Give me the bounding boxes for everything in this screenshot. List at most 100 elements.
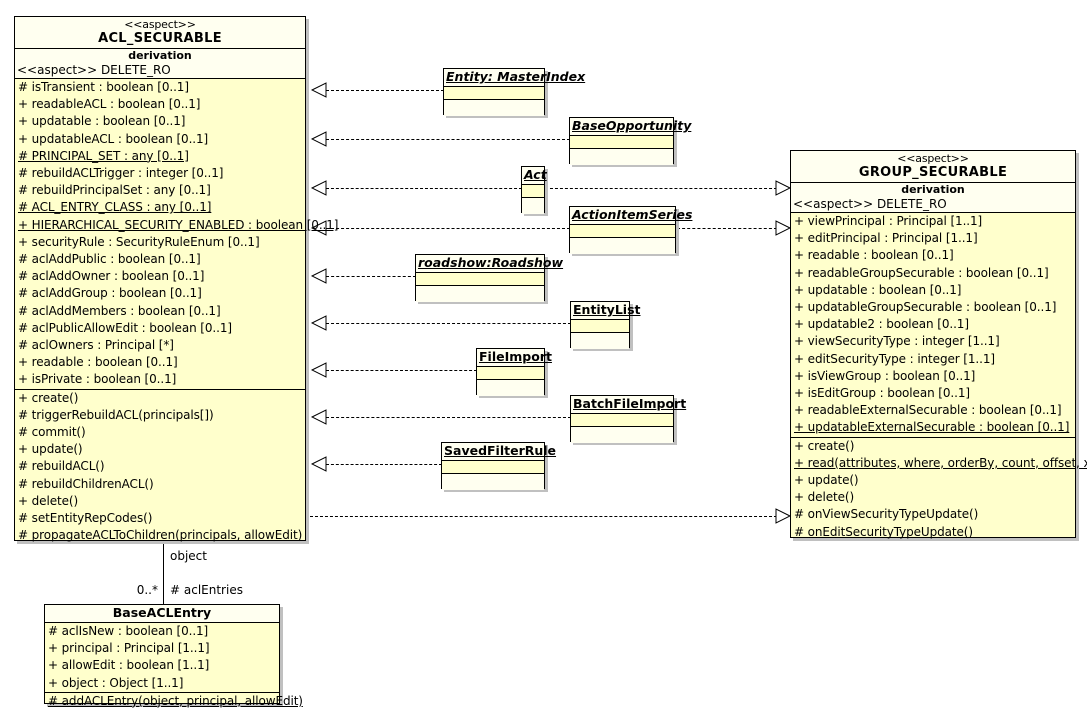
operations-compartment-base-acl-entry: # addACLEntry(object, principal, allowEd… — [45, 691, 303, 710]
operation-row: + delete() — [18, 493, 79, 508]
attribute-row: # aclAddOwner : boolean [0..1] — [18, 269, 205, 284]
dependency-line-acl-to-group — [310, 516, 777, 517]
class-roadshow[interactable]: roadshow:Roadshow — [415, 254, 563, 302]
attribute-row: # rebuildPrincipalSet : any [0..1] — [18, 183, 211, 198]
realization-line-entity-list — [326, 323, 571, 324]
attribute-row: + updatable2 : boolean [0..1] — [794, 317, 969, 332]
class-acl-securable[interactable]: <<aspect>> ACL_SECURABLE derivation <<as… — [14, 16, 338, 543]
realization-line-file-import — [326, 370, 477, 371]
operations-compartment — [571, 427, 673, 443]
attribute-row: # rebuildACLTrigger : integer [0..1] — [18, 166, 224, 181]
realization-arrowhead-file-import — [311, 362, 327, 378]
attributes-compartment — [444, 87, 544, 100]
class-group-securable[interactable]: <<aspect>> GROUP_SECURABLE derivation <<… — [790, 150, 1087, 539]
class-saved-filter-rule[interactable]: SavedFilterRule — [441, 442, 556, 490]
attributes-compartment — [416, 273, 544, 286]
attribute-row: # ACL_ENTRY_CLASS : any [0..1] — [18, 200, 212, 215]
operation-row: # propagateACLToChildren(principals, all… — [18, 528, 303, 543]
attribute-row: + updatableExternalSecurable : boolean [… — [794, 420, 1070, 435]
operation-row: # rebuildACL() — [18, 459, 105, 474]
operations-compartment — [416, 286, 544, 302]
attribute-row: + isPrivate : boolean [0..1] — [18, 372, 177, 387]
realization-line-act-right — [545, 188, 777, 189]
attributes-compartment-acl-securable: # isTransient : boolean [0..1] + readabl… — [15, 79, 338, 389]
attribute-row: + readableExternalSecurable : boolean [0… — [794, 403, 1062, 418]
attribute-row: + updatable : boolean [0..1] — [18, 114, 186, 129]
class-name: Entity: MasterIndex — [444, 69, 585, 87]
operation-row: # onViewSecurityTypeUpdate() — [794, 507, 979, 522]
attributes-compartment — [570, 136, 673, 149]
attributes-compartment — [442, 461, 544, 474]
attribute-row: + readable : boolean [0..1] — [18, 355, 178, 370]
class-entity-list[interactable]: EntityList — [570, 301, 641, 349]
class-entity-masterindex[interactable]: Entity: MasterIndex — [443, 68, 585, 116]
operations-compartment — [522, 198, 544, 214]
attribute-row: + updatable : boolean [0..1] — [794, 282, 962, 297]
realization-arrowhead-roadshow — [311, 268, 327, 284]
attribute-row: + editPrincipal : Principal [1..1] — [794, 231, 978, 246]
class-name: ActionItemSeries — [570, 207, 692, 225]
attributes-compartment — [522, 185, 544, 198]
attributes-compartment — [571, 320, 629, 333]
operations-compartment — [442, 474, 544, 490]
operations-compartment — [444, 100, 544, 116]
attribute-row: + readableGroupSecurable : boolean [0..1… — [794, 265, 1049, 280]
attribute-row: # PRINCIPAL_SET : any [0..1] — [18, 148, 189, 163]
attribute-row: # aclIsNew : boolean [0..1] — [48, 624, 209, 638]
realization-arrowhead-entity-masterindex — [311, 82, 327, 98]
attributes-compartment-group-securable: + viewPrincipal : Principal [1..1] + edi… — [791, 213, 1075, 437]
attributes-compartment-base-acl-entry: # aclIsNew : boolean [0..1] + principal … — [45, 623, 279, 692]
class-file-import[interactable]: FileImport — [476, 348, 552, 396]
operations-compartment — [571, 333, 629, 349]
association-multiplicity: 0..* — [136, 583, 158, 597]
class-name: GROUP_SECURABLE — [858, 165, 1008, 180]
class-batch-file-import[interactable]: BatchFileImport — [570, 395, 686, 443]
attribute-row: + viewPrincipal : Principal [1..1] — [794, 214, 983, 228]
operation-row: + update() — [794, 473, 859, 488]
attribute-row: + allowEdit : boolean [1..1] — [48, 658, 210, 673]
association-end-label-object: object — [170, 549, 207, 563]
attribute-row: + securityRule : SecurityRuleEnum [0..1] — [18, 234, 260, 249]
association-line-acl-entries — [163, 540, 164, 606]
realization-line-base-opportunity — [326, 139, 570, 140]
realization-arrowhead-group-securable-act — [775, 180, 791, 196]
class-base-opportunity[interactable]: BaseOpportunity — [569, 117, 691, 165]
class-header-acl-securable: <<aspect>> ACL_SECURABLE — [15, 17, 305, 49]
class-act[interactable]: Act — [521, 166, 547, 214]
class-name: roadshow:Roadshow — [416, 255, 563, 273]
class-action-item-series[interactable]: ActionItemSeries — [569, 206, 692, 254]
operation-row: # triggerRebuildACL(principals[]) — [18, 407, 214, 422]
attributes-compartment — [571, 414, 673, 427]
attribute-row: # aclAddGroup : boolean [0..1] — [18, 286, 202, 301]
operation-row: # commit() — [18, 425, 86, 440]
class-derivation-label: derivation — [15, 49, 305, 63]
class-name: BaseOpportunity — [570, 118, 691, 136]
attributes-compartment — [570, 225, 675, 238]
realization-arrowhead-batch-file-import — [311, 409, 327, 425]
class-name: FileImport — [477, 349, 552, 367]
association-role-label-aclentries: # aclEntries — [170, 583, 243, 597]
operations-compartment — [570, 149, 673, 165]
operation-row: + delete() — [794, 490, 855, 505]
realization-arrowhead-entity-list — [311, 315, 327, 331]
realization-line-action-item-series-left — [326, 228, 570, 229]
attribute-row: # aclPublicAllowEdit : boolean [0..1] — [18, 320, 232, 335]
operation-row: + create() — [18, 390, 79, 405]
attribute-row: # isTransient : boolean [0..1] — [18, 80, 189, 94]
attribute-row: # aclOwners : Principal [*] — [18, 338, 174, 353]
realization-line-roadshow — [326, 276, 416, 277]
realization-line-act-left — [326, 188, 522, 189]
operation-row: + read(attributes, where, orderBy, count… — [794, 455, 1087, 470]
realization-arrowhead-group-securable-ais — [775, 220, 791, 236]
realization-arrowhead-act — [311, 180, 327, 196]
realization-arrowhead-base-opportunity — [311, 131, 327, 147]
operations-compartment — [570, 238, 675, 254]
class-base-acl-entry[interactable]: BaseACLEntry # aclIsNew : boolean [0..1]… — [44, 604, 303, 708]
operation-row: # onEditSecurityTypeUpdate() — [794, 524, 973, 539]
class-name: ACL_SECURABLE — [98, 31, 222, 46]
attributes-compartment — [477, 367, 544, 380]
class-name: BatchFileImport — [571, 396, 686, 414]
attribute-row: + updatableGroupSecurable : boolean [0..… — [794, 300, 1057, 315]
attribute-row: # aclAddMembers : boolean [0..1] — [18, 303, 221, 318]
class-name: EntityList — [571, 302, 641, 320]
